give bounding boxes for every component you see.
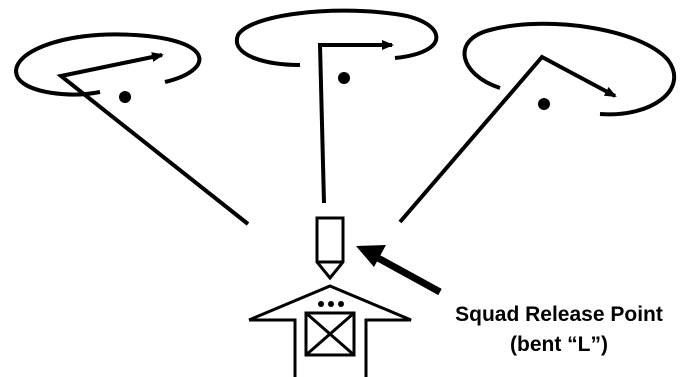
- release-point-marker: [315, 216, 345, 281]
- callout-title: Squad Release Point: [455, 303, 663, 326]
- left-team-path: [14, 32, 250, 226]
- unit-dot-1: [318, 301, 324, 307]
- boxed-x-unit-icon: [304, 311, 356, 357]
- right-team-path: [398, 21, 677, 224]
- right-team-loop: [462, 21, 677, 117]
- center-team-objective-dot: [338, 72, 350, 84]
- unit-symbol-outline: [248, 284, 412, 377]
- callout-subtitle: (bent “L”): [510, 333, 608, 356]
- release-point-callout: Squad Release Point (bent “L”): [420, 300, 698, 360]
- release-pointer-icon: [315, 216, 345, 281]
- unit-dot-2: [328, 301, 334, 307]
- right-team-objective-dot: [538, 98, 550, 110]
- unit-symbol: [248, 284, 412, 377]
- center-team-path: [234, 8, 439, 204]
- center-team-loop: [234, 8, 439, 67]
- left-team-loop: [14, 32, 202, 97]
- center-team-route: [317, 40, 394, 204]
- left-team-objective-dot: [119, 91, 131, 103]
- unit-dot-3: [338, 301, 344, 307]
- left-team-route: [56, 52, 250, 226]
- callout-arrow: [356, 245, 442, 296]
- right-team-route: [398, 54, 617, 224]
